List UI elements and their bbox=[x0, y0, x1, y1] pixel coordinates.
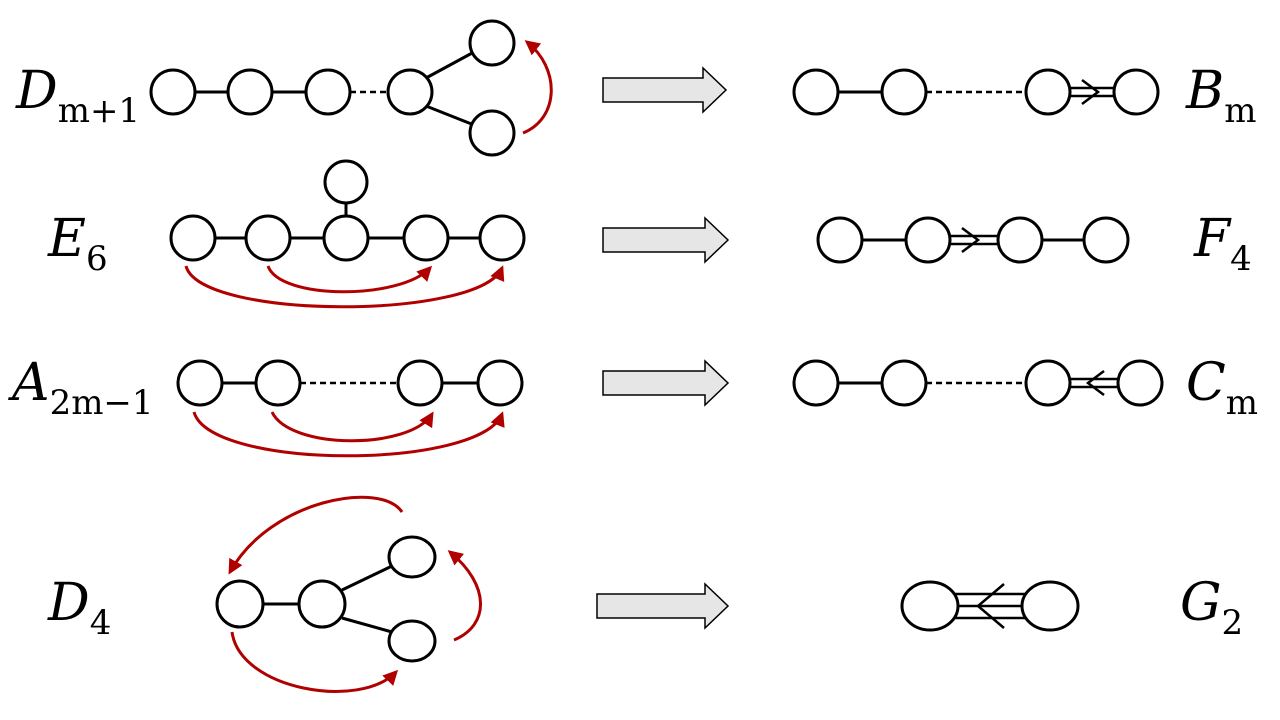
node bbox=[900, 580, 960, 632]
row-3-target-label: Cm bbox=[1186, 353, 1258, 423]
node bbox=[322, 214, 370, 262]
transform-arrow bbox=[602, 359, 730, 407]
node bbox=[387, 619, 437, 663]
node bbox=[792, 359, 840, 407]
node bbox=[1116, 359, 1164, 407]
node bbox=[297, 579, 347, 629]
node bbox=[1082, 216, 1130, 264]
row-3-target-diagram bbox=[792, 359, 1164, 407]
edge bbox=[341, 564, 393, 592]
row-3-source-diagram bbox=[176, 359, 524, 458]
row-4-target-diagram bbox=[900, 580, 1080, 632]
row-1: Dm+1 Bm bbox=[15, 19, 1256, 157]
node bbox=[226, 68, 274, 116]
node bbox=[215, 579, 265, 629]
row-2-target-diagram bbox=[816, 216, 1130, 264]
fold-arrow bbox=[447, 550, 482, 642]
row-4: D4 G2 bbox=[47, 495, 1243, 693]
row-2-target-label: F4 bbox=[1193, 209, 1252, 279]
row-4-source-diagram bbox=[215, 495, 482, 693]
fold-arrow bbox=[266, 265, 433, 294]
fold-arrow bbox=[192, 411, 505, 458]
transform-arrow bbox=[602, 66, 728, 114]
node bbox=[468, 19, 516, 67]
node bbox=[396, 359, 444, 407]
node bbox=[880, 359, 928, 407]
node bbox=[1024, 68, 1072, 116]
edge bbox=[425, 50, 475, 80]
node bbox=[816, 216, 864, 264]
node bbox=[169, 214, 217, 262]
bond-direction-chevron bbox=[976, 583, 1005, 629]
node bbox=[996, 216, 1044, 264]
fold-arrow bbox=[230, 631, 399, 693]
node bbox=[476, 359, 524, 407]
node bbox=[176, 359, 224, 407]
node bbox=[1112, 68, 1160, 116]
node bbox=[149, 68, 197, 116]
transform-arrow bbox=[602, 216, 730, 264]
node bbox=[386, 68, 434, 116]
row-4-source-label: D4 bbox=[47, 573, 111, 643]
row-2-source-label: E6 bbox=[47, 209, 108, 279]
transform-arrow bbox=[596, 582, 730, 630]
row-1-target-diagram bbox=[792, 68, 1160, 116]
row-3: A2m−1 Cm bbox=[8, 353, 1258, 458]
node bbox=[468, 109, 516, 157]
node bbox=[244, 214, 292, 262]
node bbox=[304, 68, 352, 116]
node bbox=[478, 214, 526, 262]
bond-direction-chevron bbox=[961, 227, 981, 253]
row-4-target-label: G2 bbox=[1180, 573, 1243, 643]
node bbox=[904, 216, 952, 264]
node bbox=[792, 68, 840, 116]
fold-arrow bbox=[184, 265, 505, 309]
bond-direction-chevron bbox=[1085, 370, 1105, 396]
bond-direction-chevron bbox=[1081, 79, 1101, 105]
row-2-source-diagram bbox=[169, 159, 526, 309]
fold-arrow bbox=[270, 411, 434, 443]
edge bbox=[425, 104, 475, 127]
row-1-target-label: Bm bbox=[1185, 61, 1256, 131]
node bbox=[1024, 359, 1072, 407]
row-1-source-label: Dm+1 bbox=[15, 61, 140, 131]
row-3-source-label: A2m−1 bbox=[8, 353, 154, 423]
node bbox=[402, 214, 450, 262]
row-2: E6 F4 bbox=[47, 159, 1252, 309]
row-1-source-diagram bbox=[149, 19, 553, 157]
node bbox=[1020, 580, 1080, 632]
fold-arrow bbox=[522, 40, 553, 135]
node bbox=[254, 359, 302, 407]
node bbox=[323, 159, 369, 205]
fold-arrow bbox=[228, 495, 404, 575]
edge bbox=[341, 616, 393, 634]
node bbox=[387, 535, 437, 579]
node bbox=[880, 68, 928, 116]
